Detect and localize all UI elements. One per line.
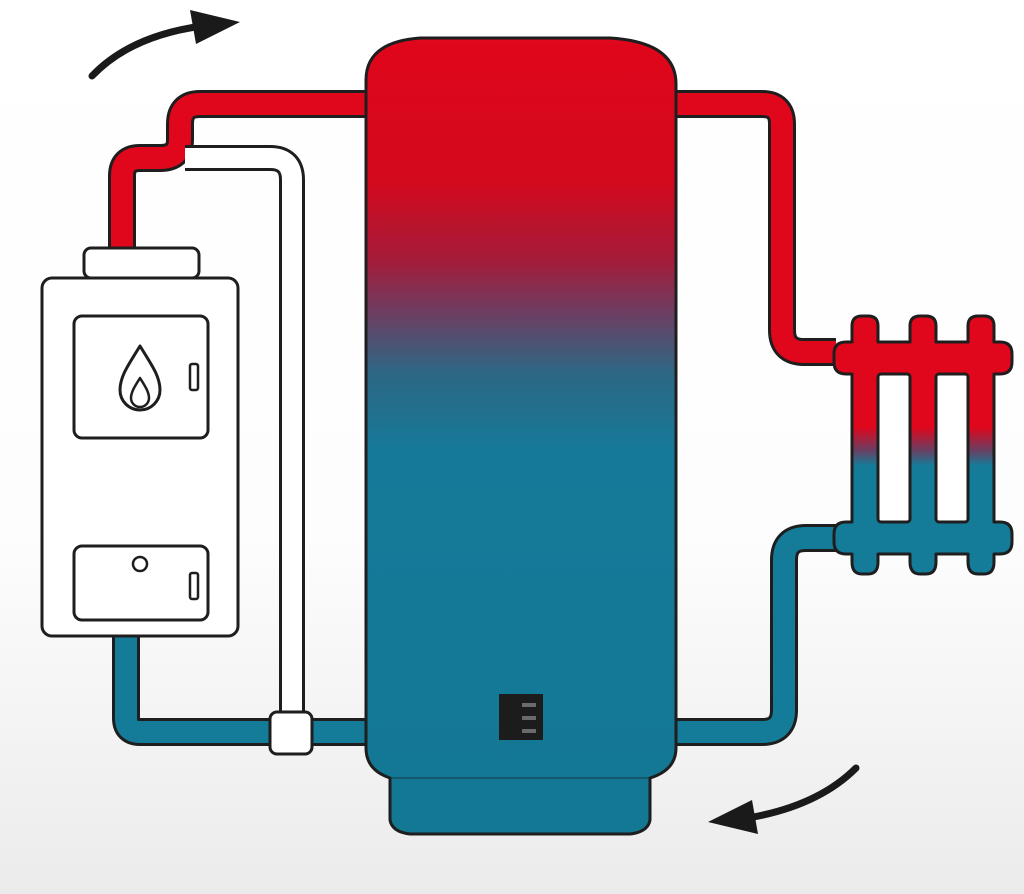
pipe-junction-valve: [268, 710, 314, 756]
bypass-pipe: [185, 145, 305, 716]
upper-door-handle[interactable]: [188, 362, 200, 392]
boiler-lower-door[interactable]: [72, 544, 210, 622]
cold-return-pipe-left: [112, 630, 372, 746]
radiator: [832, 314, 1014, 576]
tank-label-plate: [499, 694, 543, 740]
lower-door-indicator: [131, 555, 149, 573]
flow-arrow-bottom-icon: [708, 764, 860, 834]
hot-supply-pipe-left: [108, 90, 372, 258]
radiator-body: [832, 314, 1014, 576]
flow-arrow-top-icon: [88, 10, 240, 80]
tank-body: [364, 36, 678, 836]
cold-return-pipe-right: [660, 524, 836, 746]
flame-inner-icon: [129, 376, 151, 409]
radiator-gap-2: [934, 372, 970, 524]
boiler-top-cap: [82, 246, 201, 280]
lower-door-handle[interactable]: [188, 571, 200, 601]
boiler: [40, 246, 240, 638]
hot-supply-pipe-right: [660, 90, 836, 366]
radiator-gap-1: [876, 372, 912, 524]
buffer-tank: [364, 36, 678, 836]
